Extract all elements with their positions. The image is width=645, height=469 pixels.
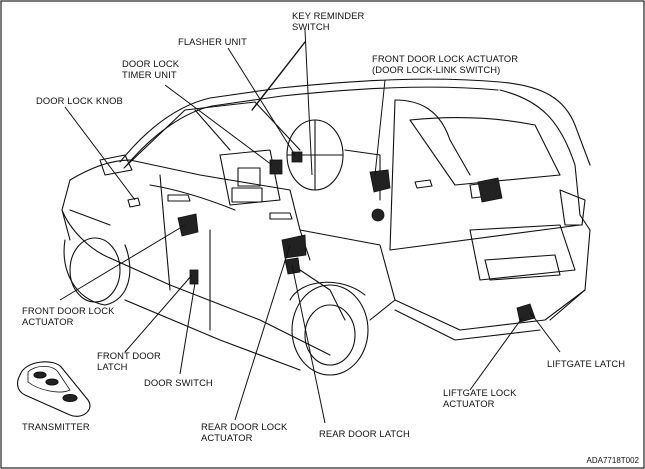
leader-door-lock-knob: [64, 106, 136, 201]
leader-rear-door-lock-actuator: [234, 244, 291, 421]
leader-key-reminder: [304, 29, 313, 176]
label-front-door-latch: FRONT DOOR LATCH: [97, 350, 161, 372]
leader-liftgate-lock-actuator: [469, 317, 523, 391]
leader-front-door-actuator-left: [59, 224, 186, 301]
leader-liftgate-latch: [529, 311, 561, 353]
label-rear-door-latch: REAR DOOR LATCH: [319, 428, 410, 439]
label-key-reminder-switch: KEY REMINDER SWITCH: [292, 10, 365, 32]
leader-door-switch: [179, 282, 196, 375]
label-door-switch: DOOR SWITCH: [144, 377, 213, 388]
door-lock-timer-unit-part: [269, 159, 283, 175]
label-front-door-lock-actuator-top: FRONT DOOR LOCK ACTUATOR (DOOR LOCK-LINK…: [372, 53, 519, 75]
leader-front-door-actuator-top: [374, 79, 386, 176]
label-door-lock-knob: DOOR LOCK KNOB: [36, 95, 123, 106]
figure-code: ADA7718T002: [586, 456, 639, 465]
label-rear-door-lock-actuator: REAR DOOR LOCK ACTUATOR: [201, 421, 288, 443]
label-flasher-unit: FLASHER UNIT: [178, 36, 247, 47]
label-front-door-lock-actuator-left: FRONT DOOR LOCK ACTUATOR: [22, 305, 115, 327]
side-component-part: [371, 208, 385, 222]
leader-door-lock-timer: [164, 84, 273, 166]
label-transmitter: TRANSMITTER: [22, 421, 90, 432]
flasher-unit-part: [291, 151, 303, 163]
leader-flasher: [227, 47, 296, 156]
label-liftgate-lock-actuator: LIFTGATE LOCK ACTUATOR: [443, 387, 517, 409]
label-door-lock-timer-unit: DOOR LOCK TIMER UNIT: [122, 58, 180, 80]
leader-rear-door-latch: [291, 264, 326, 424]
leader-front-door-latch: [124, 274, 193, 353]
front-door-lock-actuator-part: [177, 213, 199, 237]
label-liftgate-latch: LIFTGATE LATCH: [547, 358, 626, 369]
front-door-lock-actuator-top-part: [369, 169, 391, 193]
rear-window-component-part: [477, 177, 503, 203]
